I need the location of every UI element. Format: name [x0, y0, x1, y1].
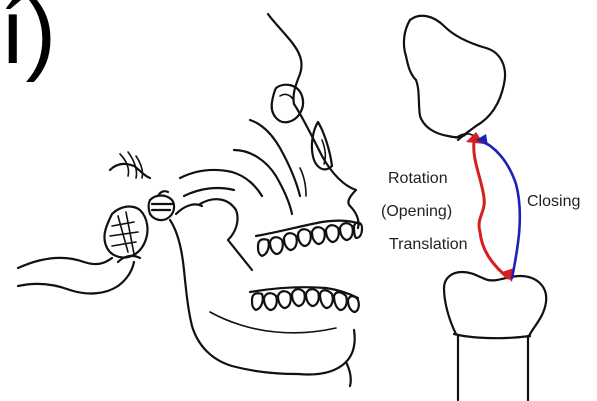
skull-outline [18, 14, 362, 386]
closing-label: Closing [527, 193, 580, 211]
lower-condyle-shape [444, 272, 546, 400]
movement-paths [466, 132, 520, 282]
translation-label: Translation [389, 236, 468, 254]
opening-label: (Opening) [381, 203, 452, 221]
upper-condyle-shape [404, 16, 505, 140]
opening-path [474, 142, 508, 278]
closing-path [480, 140, 520, 278]
rotation-label: Rotation [388, 170, 448, 188]
lower-teeth [252, 289, 359, 312]
panel-label: í) [0, 0, 56, 78]
upper-teeth [258, 222, 362, 256]
